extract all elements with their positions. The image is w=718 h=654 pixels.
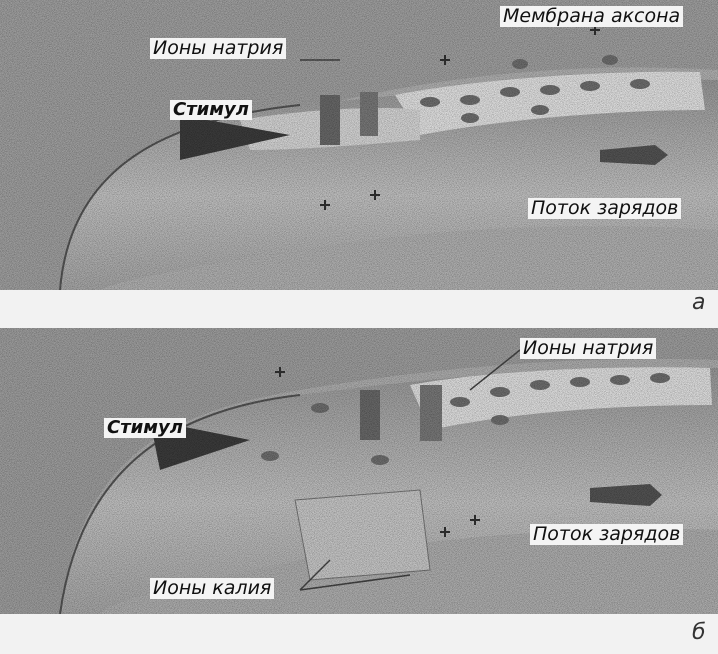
charge-flow-arrow-a bbox=[600, 145, 668, 165]
sodium-ions-label-b: Ионы натрия bbox=[520, 338, 657, 359]
ion-channel-a-2 bbox=[360, 92, 378, 136]
charge-flow-arrow-b bbox=[590, 484, 662, 506]
panel-letter-b: б bbox=[692, 620, 706, 645]
panel-b-drawing bbox=[0, 328, 718, 615]
ion-channel-b-2 bbox=[420, 385, 442, 441]
ions-a bbox=[420, 55, 650, 123]
ion-channel-a-1 bbox=[320, 95, 340, 145]
sodium-leader-b bbox=[469, 349, 521, 391]
ion-channel-b-1 bbox=[360, 390, 380, 440]
axon-fiber-b bbox=[60, 367, 718, 614]
stimulus-label-a: Стимул bbox=[170, 100, 252, 120]
potassium-leader-b bbox=[299, 559, 411, 591]
potassium-channel-b bbox=[294, 489, 431, 581]
ions-b bbox=[261, 373, 670, 465]
membrane-band-b bbox=[410, 367, 712, 430]
membrane-label-a: Мембрана аксона bbox=[500, 6, 684, 27]
panel-separator bbox=[0, 290, 718, 328]
stimulus-label-b: Стимул bbox=[104, 418, 186, 438]
bottom-band bbox=[0, 614, 718, 654]
panel-a-drawing bbox=[0, 0, 718, 291]
potassium-ions-label-b: Ионы калия bbox=[150, 578, 275, 599]
panel-letter-a: а bbox=[692, 290, 706, 315]
sodium-ions-label-a: Ионы натрия bbox=[150, 38, 287, 59]
stimulus-arrow-a bbox=[180, 115, 290, 160]
charge-flow-label-b: Поток зарядов bbox=[530, 524, 684, 545]
charge-flow-label-a: Поток зарядов bbox=[528, 198, 682, 219]
